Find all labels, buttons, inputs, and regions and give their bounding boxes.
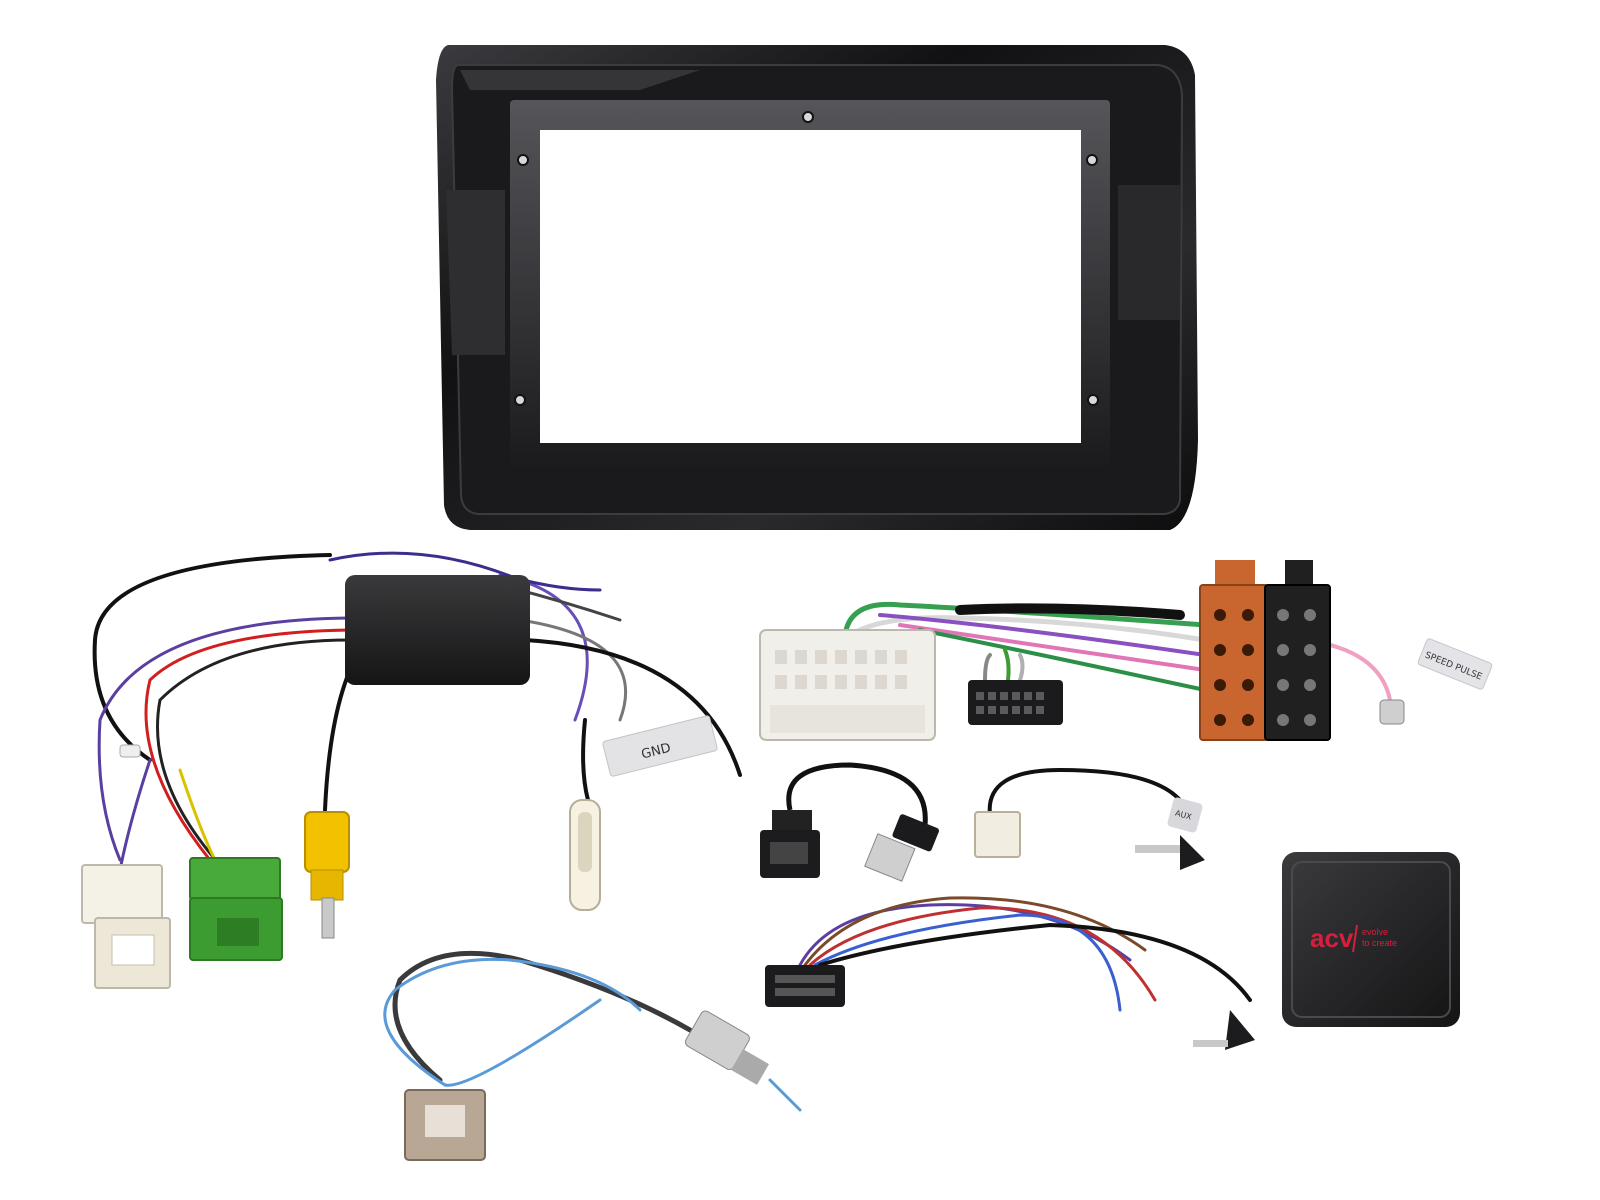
jack-plug (1225, 1010, 1255, 1050)
green-connector (189, 857, 283, 961)
interface-box (345, 575, 530, 685)
acv-interface-cover: acv evolve to create (1282, 852, 1460, 1027)
aux-adapter-lead: AUX (974, 767, 1205, 870)
gnd-label-tag: GND (602, 715, 718, 777)
bullet-connector (569, 799, 601, 911)
steering-plug (765, 965, 845, 1007)
screw-holes (514, 111, 1099, 406)
din-antenna-plug (684, 1010, 769, 1085)
steering-control-lead (798, 896, 1252, 1012)
brand-logo: acv (1310, 923, 1354, 953)
iso-orange-connector (1199, 560, 1269, 741)
fascia-panel (436, 45, 1198, 530)
svg-text:GND: GND (640, 741, 673, 763)
svg-text:AUX: AUX (1174, 809, 1193, 822)
cable-tie (119, 744, 141, 758)
iso-black-connector (1264, 560, 1331, 741)
usb-adapter-lead (760, 762, 939, 882)
black-20pin-plug (968, 680, 1063, 725)
svg-text:to create: to create (1362, 938, 1397, 948)
speed-pulse-tag: SPEED PULSE (1379, 638, 1493, 725)
screen-opening (540, 130, 1081, 443)
white-power-connector (81, 864, 171, 989)
antenna-adapter (383, 950, 802, 1112)
vehicle-harness-connector (759, 629, 936, 741)
antenna-connector (404, 1089, 486, 1161)
rca-camera-plug (304, 811, 350, 939)
svg-text:evolve: evolve (1362, 927, 1388, 937)
